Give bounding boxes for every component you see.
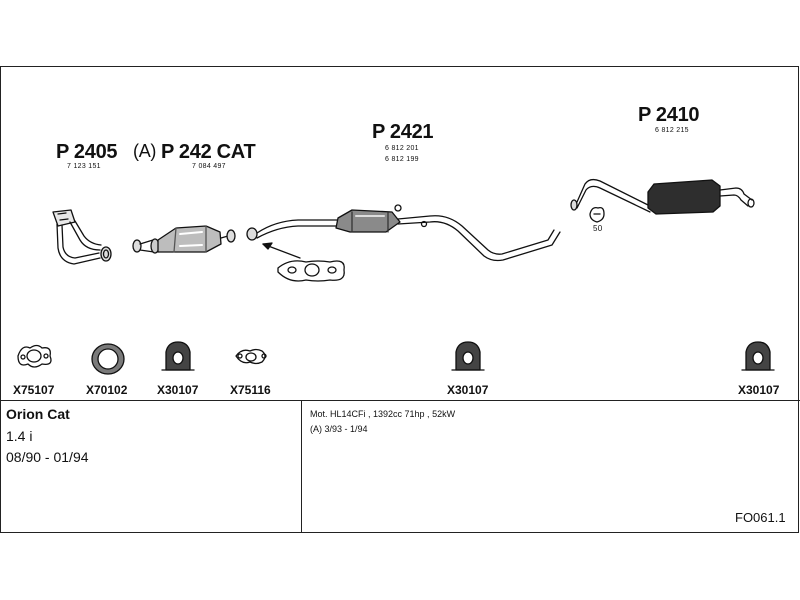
vehicle-engine: 1.4 i [6, 428, 33, 444]
variant-notes: (A) 3/93 - 1/94 [310, 424, 368, 434]
flange-gasket-drawing [277, 260, 345, 282]
part-ref-p242-cat: 7 084 497 [192, 163, 226, 170]
clamp-size-label: 50 [593, 224, 603, 233]
rear-silencer-drawing [570, 178, 755, 215]
fitting-x70102-drawing [91, 343, 125, 375]
fitting-x30107-drawing [161, 341, 195, 371]
middle-silencer-drawing [246, 204, 561, 262]
fitting-code: X75116 [230, 383, 271, 397]
vehicle-model: Orion Cat [6, 406, 70, 422]
diagram-code: FO061.1 [735, 510, 786, 525]
fitting-x30107-mid-drawing [451, 341, 485, 371]
part-ref-p2421-a: 6 812 201 [385, 145, 419, 152]
fitting-code: X30107 [738, 383, 780, 397]
engine-notes: Mot. HL14CFi , 1392cc 71hp , 52kW [310, 409, 456, 419]
fitting-x75116-drawing [235, 348, 267, 365]
part-number-p2421: P 2421 [372, 121, 434, 143]
info-column-divider [301, 400, 302, 533]
part-number-p242-cat: P 242 CAT [161, 141, 256, 163]
diagram-frame [0, 66, 799, 533]
part-number-p2405: P 2405 [56, 141, 118, 163]
part-ref-p2410: 6 812 215 [655, 127, 689, 134]
clamp-drawing [589, 206, 605, 223]
part-number-p2410: P 2410 [638, 104, 700, 126]
vehicle-years: 08/90 - 01/94 [6, 449, 89, 465]
front-pipe-drawing [52, 209, 112, 265]
fitting-code: X30107 [157, 383, 199, 397]
fitting-code: X75107 [13, 383, 55, 397]
part-ref-p2421-b: 6 812 199 [385, 156, 419, 163]
part-variant-prefix: (A) [133, 141, 157, 161]
info-divider [0, 400, 800, 401]
fitting-code: X70102 [86, 383, 128, 397]
fitting-code: X30107 [447, 383, 489, 397]
fitting-x75107-drawing [17, 344, 52, 368]
fitting-x30107-rear-drawing [741, 341, 775, 371]
catalytic-converter-drawing [132, 225, 236, 254]
part-ref-p2405: 7 123 151 [67, 163, 101, 170]
